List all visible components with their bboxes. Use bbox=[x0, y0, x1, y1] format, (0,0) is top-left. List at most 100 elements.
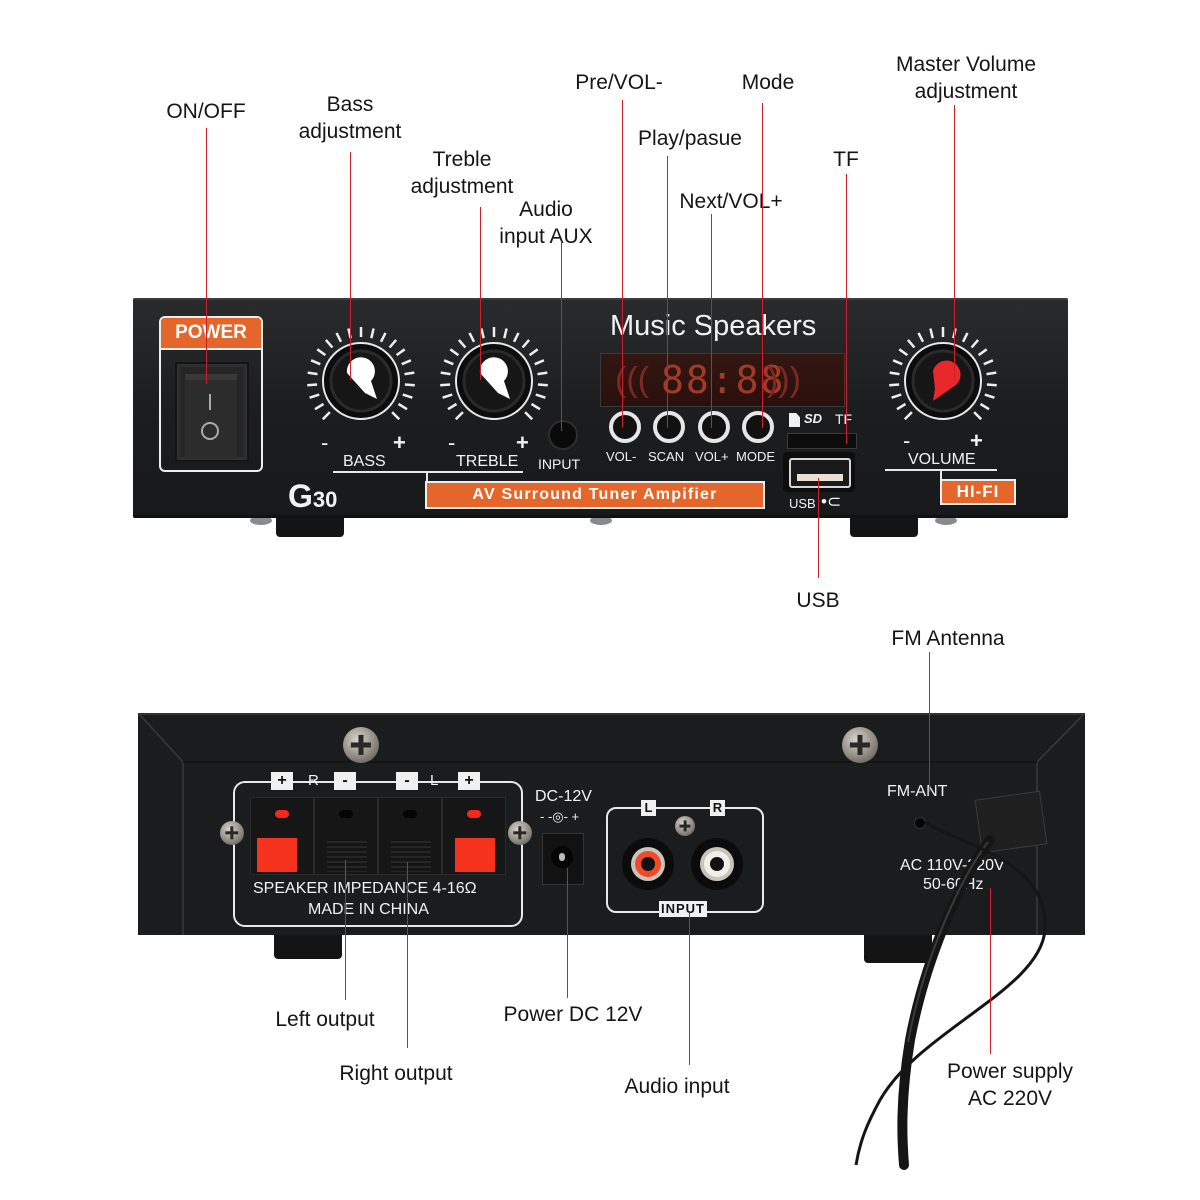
callout-audio-input: Audio input bbox=[624, 1075, 730, 1098]
hifi-text: HI-FI bbox=[956, 482, 1000, 501]
scale-tick bbox=[903, 411, 913, 421]
button-mode[interactable] bbox=[742, 411, 774, 443]
terminal-right-negative[interactable] bbox=[314, 797, 378, 875]
rca-screw bbox=[675, 816, 695, 836]
callout-power-supply-line2: AC 220V bbox=[967, 1087, 1053, 1110]
ac-voltage-label: AC 110V-220V bbox=[900, 857, 1005, 874]
callout-aux-line1: Audio bbox=[519, 198, 573, 221]
scale-tick bbox=[889, 371, 900, 376]
callout-on-off: ON/OFF bbox=[166, 100, 246, 123]
scale-tick bbox=[404, 383, 415, 387]
rca-right-jack[interactable] bbox=[691, 838, 743, 890]
volume-label: VOLUME bbox=[908, 451, 976, 468]
callout-treble-line1: Treble bbox=[432, 148, 492, 171]
callout-right-output: Right output bbox=[339, 1062, 453, 1085]
scale-tick bbox=[524, 411, 534, 421]
leader-tf bbox=[846, 174, 847, 444]
callout-bass: Bass adjustment bbox=[290, 91, 410, 145]
scale-tick bbox=[535, 393, 546, 399]
sd-logo: SD bbox=[804, 411, 823, 426]
button-scan[interactable] bbox=[653, 411, 685, 443]
leader-fm-antenna bbox=[929, 652, 930, 792]
callout-usb: USB bbox=[796, 589, 840, 612]
scale-tick bbox=[401, 359, 412, 366]
speaker-impedance-text: SPEAKER IMPEDANCE 4-16Ω bbox=[253, 880, 477, 897]
treble-minus: - bbox=[448, 430, 456, 455]
terminal-left-positive[interactable] bbox=[442, 797, 506, 875]
aux-input-jack[interactable] bbox=[548, 420, 578, 450]
volume-minus: - bbox=[903, 428, 911, 453]
hifi-badge: HI-FI bbox=[940, 479, 1016, 505]
scale-tick bbox=[443, 359, 454, 366]
scale-tick bbox=[503, 328, 508, 339]
button-label-mode: MODE bbox=[736, 449, 775, 464]
callout-play-pause: Play/pasue bbox=[638, 127, 742, 150]
terminal-right-positive[interactable] bbox=[250, 797, 314, 875]
hifi-bracket bbox=[940, 469, 942, 481]
terminal-screw-left bbox=[220, 821, 244, 845]
callout-master-volume-line1: Master Volume bbox=[895, 53, 1037, 76]
speaker-terminal-frame bbox=[233, 781, 523, 927]
scale-tick bbox=[379, 332, 387, 343]
callout-bass-line1: Bass bbox=[326, 93, 374, 116]
rca-input-tag: INPUT bbox=[659, 901, 707, 917]
scale-tick bbox=[307, 371, 318, 376]
rca-left-jack[interactable] bbox=[622, 838, 674, 890]
made-in-text: MADE IN CHINA bbox=[308, 901, 429, 918]
callout-power-supply: Power supply AC 220V bbox=[935, 1058, 1085, 1112]
button-label-vol-minus: VOL- bbox=[606, 449, 637, 464]
callout-left-output: Left output bbox=[275, 1008, 375, 1031]
callout-next-vol: Next/VOL+ bbox=[679, 190, 783, 213]
scale-tick bbox=[314, 402, 325, 411]
fm-antenna-port[interactable] bbox=[914, 817, 926, 829]
terminal-sign-l-plus: + bbox=[458, 772, 480, 790]
led-display: ((( 88:88 ))) bbox=[600, 353, 845, 407]
tf-card-slot[interactable] bbox=[787, 433, 857, 449]
tone-knobs-svg bbox=[307, 327, 548, 421]
scale-tick bbox=[537, 371, 548, 376]
scale-tick bbox=[528, 348, 539, 357]
top-screw-left bbox=[343, 727, 379, 763]
scale-tick bbox=[979, 402, 990, 411]
button-vol-plus[interactable] bbox=[698, 411, 730, 443]
leader-play-pause bbox=[667, 156, 668, 428]
ac-frequency-label: 50-60Hz bbox=[923, 876, 984, 893]
terminal-sign-r-plus: + bbox=[271, 772, 293, 790]
front-screw-right bbox=[935, 516, 957, 525]
volume-knob-svg bbox=[889, 327, 997, 421]
model-badge: G30 bbox=[288, 478, 337, 515]
scale-tick bbox=[892, 359, 903, 366]
bass-knob[interactable] bbox=[307, 327, 415, 421]
callout-power-supply-line1: Power supply bbox=[946, 1060, 1074, 1083]
leader-pre-vol bbox=[622, 100, 623, 428]
rca-right-tag: R bbox=[710, 800, 725, 816]
scale-tick bbox=[917, 332, 925, 343]
button-label-scan: SCAN bbox=[648, 449, 685, 464]
scale-tick bbox=[986, 383, 997, 387]
scale-tick bbox=[961, 332, 969, 343]
front-screw-mid bbox=[590, 516, 612, 525]
treble-knob[interactable] bbox=[440, 327, 548, 421]
scale-tick bbox=[335, 332, 343, 343]
button-vol-minus[interactable] bbox=[609, 411, 641, 443]
leader-aux bbox=[561, 241, 562, 431]
volume-knob-pointer bbox=[933, 360, 961, 401]
scale-tick bbox=[402, 393, 413, 399]
scale-tick bbox=[316, 348, 327, 357]
power-rocker-switch[interactable] bbox=[175, 362, 249, 462]
scale-tick bbox=[986, 371, 997, 376]
power-box: POWER bbox=[159, 316, 263, 472]
terminal-left-negative[interactable] bbox=[378, 797, 442, 875]
scale-tick bbox=[983, 359, 994, 366]
tone-underline bbox=[333, 471, 523, 473]
callout-aux-line2: input AUX bbox=[499, 225, 593, 248]
scale-tick bbox=[984, 393, 995, 399]
scale-tick bbox=[397, 402, 408, 411]
leader-bass bbox=[350, 152, 351, 380]
dc-power-jack[interactable] bbox=[542, 833, 584, 885]
usb-port[interactable] bbox=[783, 452, 855, 492]
tagline-bracket bbox=[426, 473, 428, 483]
callout-treble: Treble adjustment bbox=[402, 146, 522, 200]
volume-knob[interactable] bbox=[889, 327, 997, 421]
tagline-box: AV Surround Tuner Ampifier bbox=[425, 481, 765, 509]
